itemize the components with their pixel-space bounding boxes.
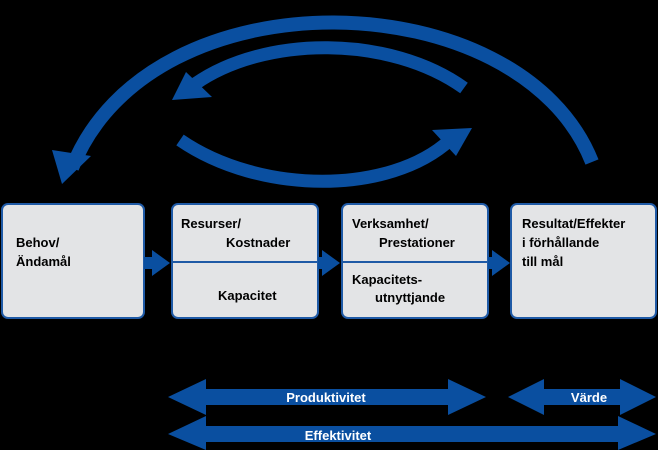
lower-forward-arc [176, 128, 472, 188]
varde-double-arrow: Värde [508, 379, 656, 415]
box-resultat: Resultat/Effekter i förhållande till mål [510, 203, 657, 319]
middle-feedback-arc [172, 41, 468, 100]
box-behov-line-1: Behov/ [16, 235, 60, 250]
box-behov: Behov/ Ändamål [1, 203, 145, 319]
outer-feedback-arc [52, 15, 599, 184]
box-resurser-line-1: Resurser/ [181, 216, 241, 231]
box-verksamhet-line-2: Prestationer [379, 235, 455, 250]
connector-arrow-3 [488, 250, 510, 276]
connector-arrow-2 [318, 250, 340, 276]
box-verksamhet: Verksamhet/ Prestationer Kapacitets- utn… [341, 203, 489, 319]
box-verksamhet-line-3: Kapacitets- [352, 272, 422, 287]
box-resurser-line-3: Kapacitet [218, 288, 277, 303]
box-resultat-line-2: i förhållande [522, 235, 599, 250]
effektivitet-label: Effektivitet [305, 428, 372, 443]
effektivitet-double-arrow: Effektivitet [168, 416, 656, 450]
box-behov-line-2: Ändamål [16, 254, 71, 269]
produktivitet-double-arrow: Produktivitet [168, 379, 486, 415]
box-resurser-line-2: Kostnader [226, 235, 290, 250]
box-resultat-line-1: Resultat/Effekter [522, 216, 625, 231]
box-verksamhet-line-1: Verksamhet/ [352, 216, 429, 231]
varde-label: Värde [571, 390, 607, 405]
connector-arrow-1 [144, 250, 170, 276]
produktivitet-label: Produktivitet [286, 390, 366, 405]
box-verksamhet-line-4: utnyttjande [375, 290, 445, 305]
box-resurser: Resurser/ Kostnader Kapacitet [171, 203, 319, 319]
box-resultat-line-3: till mål [522, 254, 563, 269]
